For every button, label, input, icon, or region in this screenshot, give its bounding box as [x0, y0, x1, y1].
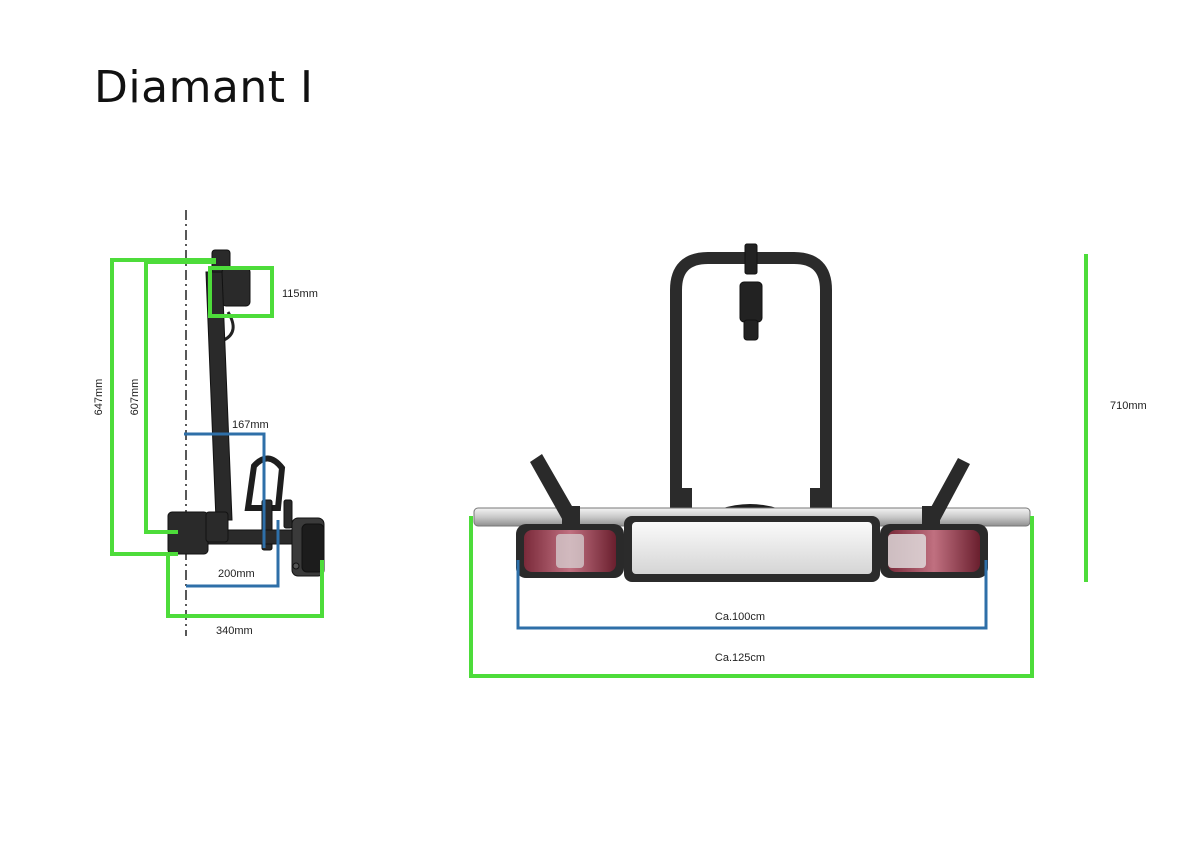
dim-line-340: [166, 554, 324, 618]
label-ca-125cm: Ca.125cm: [715, 652, 765, 664]
right-tail-lamp: [880, 524, 988, 578]
side-blue-dimensions: [184, 432, 280, 588]
side-view: 647mm 607mm 115mm 167mm 200mm 340mm: [93, 210, 325, 637]
dim-line-607: [144, 260, 216, 534]
label-200mm: 200mm: [218, 568, 255, 580]
side-green-dimensions: [110, 258, 324, 618]
dim-line-100: [516, 560, 988, 630]
front-view: 710mm Ca.100cm Ca.125cm: [469, 243, 1147, 678]
label-115mm: 115mm: [282, 288, 318, 300]
front-top-clamp: [739, 243, 763, 341]
dim-line-115: [208, 266, 274, 318]
label-167mm: 167mm: [232, 419, 269, 431]
label-710mm: 710mm: [1110, 400, 1147, 412]
label-ca-100cm: Ca.100cm: [715, 611, 765, 623]
dim-line-200: [186, 520, 280, 588]
dim-line-167: [184, 432, 266, 548]
label-340mm: 340mm: [216, 625, 253, 637]
diagram-title: Diamant I: [94, 62, 314, 113]
dim-line-125: [469, 516, 1034, 678]
dim-line-647: [110, 258, 216, 556]
label-607mm: 607mm: [129, 379, 141, 416]
left-tail-lamp: [516, 524, 624, 578]
label-647mm: 647mm: [93, 379, 105, 416]
front-wheel-holders: [530, 454, 970, 526]
